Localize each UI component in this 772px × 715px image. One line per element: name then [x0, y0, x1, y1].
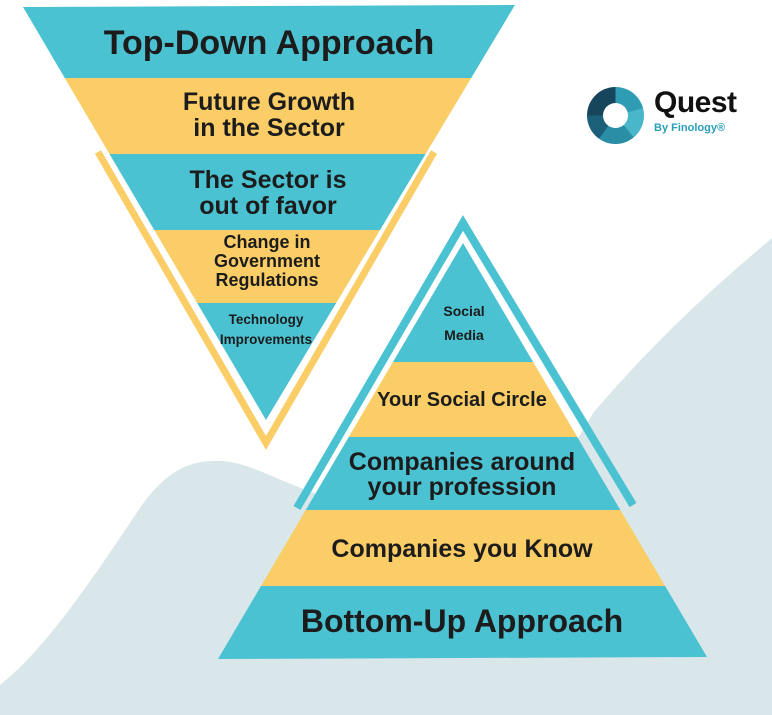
- pyramid-level-social-circle-label: Your Social Circle: [377, 389, 547, 411]
- label-line: Technology: [228, 312, 304, 327]
- label-line: your profession: [367, 473, 557, 501]
- funnel-level-government-regulations-label: Change in Government Regulations: [214, 233, 320, 290]
- logo-tagline: By Finology®: [654, 122, 726, 134]
- top-down-title: Top-Down Approach: [103, 24, 435, 62]
- funnel-level-sector-out-of-favor-label: The Sector is out of favor: [190, 167, 347, 219]
- label-line: Future Growth: [182, 88, 356, 116]
- label-line: Media: [444, 327, 484, 343]
- label-line: Government: [213, 251, 321, 271]
- pyramid-band-5: [218, 586, 707, 659]
- label-line: The Sector is: [189, 166, 347, 194]
- label-line: Improvements: [219, 332, 313, 347]
- logo-name: Quest: [654, 86, 737, 119]
- label-line: Change in: [223, 232, 311, 252]
- pyramid-accent-outline: [293, 215, 637, 511]
- label-line: Companies around: [348, 448, 576, 476]
- funnel-accent-outline: [94, 150, 438, 451]
- bottom-up-title: Bottom-Up Approach: [300, 603, 624, 639]
- quest-logo: Quest By Finology®: [587, 87, 737, 144]
- quest-logo-text: Quest By Finology®: [654, 86, 737, 135]
- funnel-band-2: [23, 78, 515, 154]
- pyramid-level-profession-label: Companies around your profession: [349, 450, 575, 500]
- pyramid-level-social-media-label: Social Media: [443, 299, 484, 347]
- pyramid-level-known-companies-label: Companies you Know: [331, 535, 593, 563]
- funnel-band-1: [23, 5, 515, 78]
- quest-donut-icon: [587, 87, 644, 144]
- pyramid-band-4: [218, 510, 707, 586]
- label-line: in the Sector: [193, 114, 345, 142]
- label-line: out of favor: [199, 192, 337, 220]
- label-line: Regulations: [215, 270, 319, 290]
- label-line: Social: [443, 303, 485, 319]
- funnel-level-technology-improvements-label: Technology Improvements: [220, 310, 312, 350]
- funnel-level-future-growth-label: Future Growth in the Sector: [183, 89, 355, 141]
